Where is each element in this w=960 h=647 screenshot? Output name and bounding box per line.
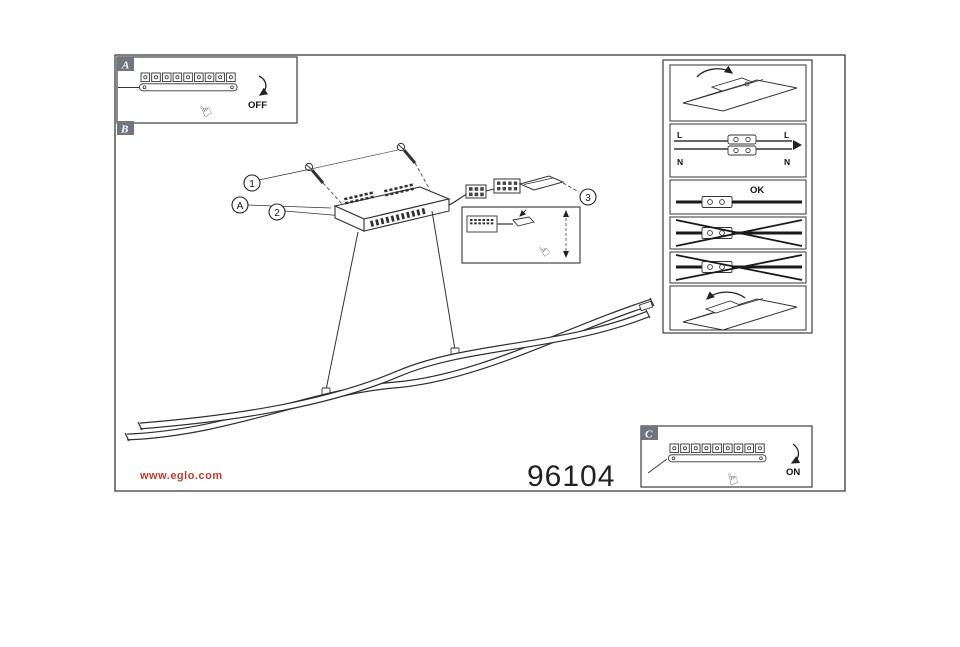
hand-icon-a: ☞ [196,99,218,120]
panel-c: C ☞ ON [640,425,813,488]
callout-a: A [231,196,332,214]
on-label: ON [786,467,800,478]
step-box-bracket-top [669,64,807,122]
rotate-arrow-icon [696,65,734,78]
step-box-ok: OK [669,179,807,215]
light-bar-front [139,310,650,430]
panel-c-tab [641,426,658,440]
leader-line [305,149,399,171]
light-bar-rear [126,298,654,441]
callout-1-label: 1 [249,179,255,190]
off-label: OFF [248,100,267,111]
rotate-arrow-c-icon [790,443,801,464]
suspension-wire-left [325,231,359,391]
panel-a: A ☞ OFF [116,56,298,124]
model-number: 96104 [527,460,615,493]
side-panel: L N L N OK [662,59,813,334]
rotate-arrow-icon [706,291,746,300]
panel-b-label: B [120,124,128,136]
screw-2-icon [396,142,431,191]
canopy [333,183,451,232]
bar-link-piece [638,300,654,312]
cross-out-icon [675,219,803,247]
panel-a-tab [117,57,134,71]
exploded-diagram: 1 A 2 [124,142,655,442]
ok-label: OK [750,185,764,196]
suspension-wire-right [431,210,456,351]
detail-inset: ☞ [461,206,581,264]
wiring-arrow-icon [793,140,802,150]
panel-c-label: C [645,429,653,441]
callout-a-label: A [237,201,244,212]
wiring-left-neutral-label: N [677,157,683,167]
wiring-left-live-label: L [677,130,682,140]
callout-2-label: 2 [274,208,280,219]
callout-2: 2 [268,203,345,221]
bar-end-cap [649,297,655,307]
wiring-right-neutral-label: N [784,157,790,167]
step-box-wiring: L N L N [669,123,807,178]
bar-end-cap [645,309,651,319]
rotate-arrow-a-icon [258,75,269,96]
panel-a-label: A [121,60,129,72]
connector-chain [448,175,580,206]
website-text: www.eglo.com [139,470,223,482]
step-box-wrong-2 [669,251,807,284]
cross-out-icon [675,254,803,281]
step-box-wrong-1 [669,216,807,250]
callout-3: 3 [579,188,597,206]
terminal-strip-c [669,444,767,462]
callout-1: 1 [243,169,307,192]
terminal-strip-a [140,73,238,91]
bar-end-cap [124,432,130,442]
step-box-bracket-bottom [669,285,807,331]
callout-3-label: 3 [585,193,591,204]
hand-icon-c: ☞ [724,469,744,487]
main-frame [114,54,846,492]
wiring-right-live-label: L [784,130,789,140]
screw-1-icon [304,162,344,206]
bar-end-cap [137,421,143,431]
panel-b-tab: B [117,121,134,136]
